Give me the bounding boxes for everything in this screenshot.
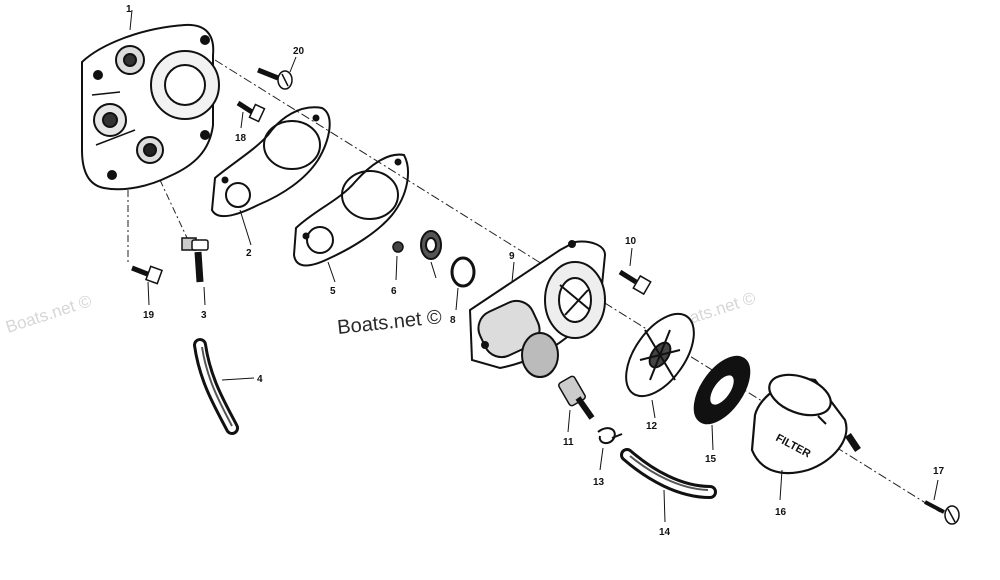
watermark-main: Boats.net © — [336, 306, 443, 339]
leader-10 — [629, 247, 633, 267]
gasket-part-2 — [210, 106, 331, 218]
callout-8: 8 — [450, 315, 456, 326]
leader-11 — [567, 409, 571, 433]
screw-part-10 — [618, 269, 652, 296]
hose-part-14 — [620, 448, 717, 499]
leader-15 — [711, 424, 714, 451]
callout-19: 19 — [143, 310, 155, 321]
leader-20 — [289, 56, 297, 73]
callout-2: 2 — [246, 248, 252, 259]
callout-3: 3 — [201, 310, 207, 321]
callout-9: 9 — [509, 251, 515, 262]
callout-11: 11 — [563, 437, 574, 448]
leader-4 — [221, 377, 255, 381]
callout-13: 13 — [593, 477, 605, 488]
leader-9 — [511, 261, 515, 283]
seal-ring-part-15 — [693, 355, 751, 425]
leader-14 — [663, 489, 666, 523]
hose-part-4 — [193, 338, 239, 435]
gasket-part-5 — [292, 153, 409, 267]
clip-part-13 — [597, 427, 623, 444]
callout-5: 5 — [330, 286, 336, 297]
callout-10: 10 — [625, 236, 637, 247]
callout-20: 20 — [293, 46, 305, 57]
centerline-3 — [159, 179, 189, 241]
leader-7 — [430, 261, 437, 279]
callout-17: 17 — [933, 466, 945, 477]
elbow-fitting-part-3 — [181, 237, 209, 283]
pump-cover-part-9 — [468, 240, 607, 378]
leader-16 — [779, 469, 783, 501]
callout-14: 14 — [659, 527, 671, 538]
callout-15: 15 — [705, 454, 717, 465]
callout-16: 16 — [775, 507, 787, 518]
screw-part-20 — [257, 67, 293, 90]
leader-8 — [455, 287, 459, 311]
o-ring-part-8 — [450, 256, 476, 288]
seal-cap-part — [420, 230, 442, 260]
callout-12: 12 — [646, 421, 658, 432]
screen-disc-part-12 — [625, 312, 695, 398]
leader-18 — [240, 111, 244, 129]
leader-13 — [599, 447, 604, 471]
pump-body-part — [81, 23, 220, 191]
watermark-left: Boats.net © — [3, 291, 94, 337]
screw-part-18 — [236, 100, 266, 123]
callout-4: 4 — [257, 374, 263, 385]
screw-part-17 — [924, 500, 960, 525]
leader-2 — [239, 209, 252, 246]
bolt-part-19 — [131, 265, 163, 285]
leader-17 — [933, 479, 939, 501]
leader-19 — [147, 281, 150, 306]
callout-1: 1 — [126, 4, 132, 15]
leader-1 — [129, 9, 133, 31]
filter-bowl-part-16: FILTER — [750, 373, 861, 475]
leader-3 — [203, 286, 206, 306]
leader-5 — [327, 261, 336, 283]
leader-12 — [651, 399, 656, 419]
fitting-part-11 — [558, 375, 595, 420]
callout-6: 6 — [391, 286, 397, 297]
nut-part-6 — [392, 241, 404, 253]
callout-18: 18 — [235, 133, 247, 144]
leader-6 — [395, 255, 398, 281]
